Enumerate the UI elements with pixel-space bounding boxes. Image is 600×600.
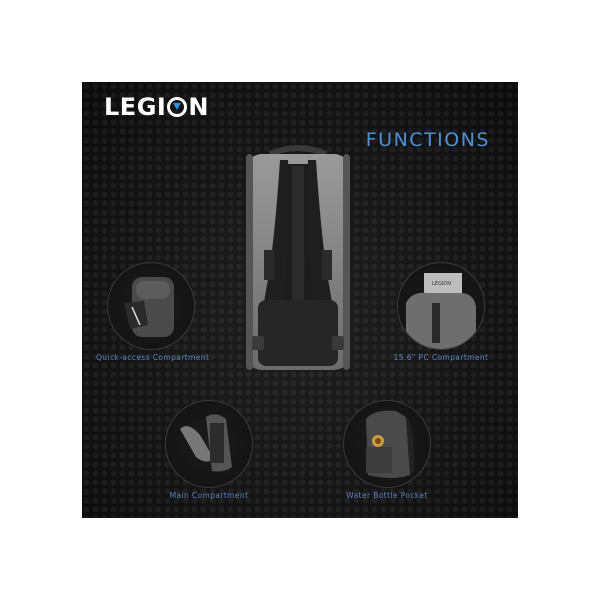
- logo-text-right: N: [188, 93, 209, 121]
- logo-text-left: LEGI: [104, 93, 167, 121]
- feature-pc-compartment: LEGION 15.6" PC Compartment: [386, 262, 496, 362]
- backpack-hero-image: [246, 145, 350, 370]
- feature-label: Quick-access Compartment: [96, 353, 210, 362]
- feature-main-compartment: Main Compartment: [154, 400, 264, 500]
- quick-access-compartment-image: [107, 262, 195, 350]
- legion-logo: LEGI N: [104, 95, 209, 119]
- feature-label: 15.6" PC Compartment: [393, 353, 489, 362]
- legion-emblem-icon: [167, 97, 188, 117]
- feature-label: Main Compartment: [169, 491, 249, 500]
- feature-water-bottle: Water Bottle Pocket: [332, 400, 442, 500]
- product-feature-panel: LEGI N FUNCTIONS: [82, 82, 518, 518]
- feature-label: Water Bottle Pocket: [346, 491, 428, 500]
- section-title: FUNCTIONS: [365, 129, 490, 151]
- water-bottle-pocket-image: [343, 400, 431, 488]
- feature-quick-access: Quick-access Compartment: [96, 262, 210, 362]
- svg-text:LEGION: LEGION: [432, 281, 451, 287]
- main-compartment-image: [165, 400, 253, 488]
- pc-compartment-image: LEGION: [397, 262, 485, 350]
